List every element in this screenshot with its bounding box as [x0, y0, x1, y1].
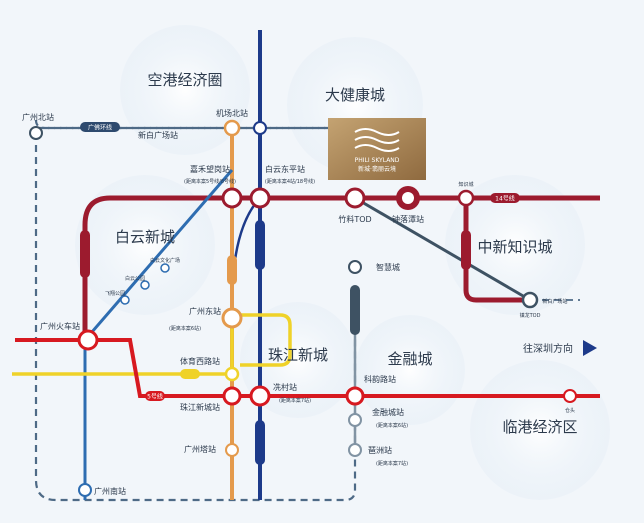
label-jinrong: 金融城站	[372, 407, 404, 417]
label-tiyu: 体育西路站	[180, 356, 220, 366]
label-zhenlong: 镇龙TOD	[520, 312, 541, 319]
guangfo-ring-line	[34, 119, 357, 502]
station-marker-guangzhou-south[interactable]	[78, 483, 92, 497]
svg-text:新城·翡丽云境: 新城·翡丽云境	[358, 165, 396, 173]
zone-label-airport: 空港经济圈	[147, 71, 222, 89]
zone-label-seaport: 临港经济区	[502, 418, 577, 436]
label-guangzhou-east-note: (距离本案6站)	[169, 325, 201, 332]
zone-label-pearl: 珠江新城	[268, 346, 328, 364]
line-tag-ring-vertical	[350, 285, 360, 335]
direction-label: 往深圳方向	[523, 342, 573, 355]
line-tag-line14-second	[80, 230, 90, 278]
zone-baiyun-bubble	[75, 175, 215, 315]
station-marker-airport-north[interactable]	[223, 119, 241, 137]
label-jiahe: 嘉禾望岗站	[190, 164, 230, 174]
station-marker-zhicheng[interactable]	[348, 260, 362, 274]
zone-pearl-bubble	[240, 302, 356, 418]
line-tag-line14: 14号线	[490, 193, 520, 203]
label-dongping-note: (距离本案4站/18号线)	[265, 178, 315, 185]
label-nansha: 仓头	[565, 407, 575, 414]
label-pazhou: 琶洲站	[368, 445, 392, 455]
label-dongping: 白云东平站	[265, 164, 305, 174]
station-marker-zhuliao[interactable]	[344, 187, 366, 209]
line-zhuliao-zhenlong	[354, 196, 531, 302]
station-marker-baiyun-culture[interactable]	[160, 263, 170, 273]
station-marker-pazhou[interactable]	[348, 443, 362, 457]
station-marker-feixiang[interactable]	[120, 295, 130, 305]
line14-track	[82, 195, 600, 340]
brand-logo: PHILI SKYLAND 新城·翡丽云境	[328, 118, 426, 180]
direction-arrow-icon	[583, 340, 597, 356]
label-pazhou-note: (距离本案7站)	[376, 460, 408, 467]
station-marker-jinrong[interactable]	[348, 413, 362, 427]
label-airport-north: 机场北站	[216, 108, 248, 118]
label-xiancun-note: (距离本案7站)	[279, 397, 311, 404]
label-xinbai: 新白广场站	[138, 130, 178, 140]
station-marker-kexue[interactable]	[345, 386, 365, 406]
svg-text:广佛环线: 广佛环线	[88, 124, 112, 132]
label-kexue: 科韵路站	[364, 374, 396, 384]
station-marker-zhujiang[interactable]	[222, 386, 242, 406]
line-tag-line14-branch	[461, 230, 471, 270]
station-marker-dongping[interactable]	[249, 187, 271, 209]
station-marker-zhongluotan[interactable]	[396, 186, 420, 210]
station-marker-guangzhou-east[interactable]	[221, 307, 243, 329]
label-zhishi-top: 知识城	[458, 181, 473, 188]
label-guangzhou-railway: 广州火车站	[40, 321, 80, 331]
svg-text:14号线: 14号线	[495, 195, 515, 203]
svg-text:5号线: 5号线	[147, 393, 163, 401]
station-marker-zhenlong[interactable]	[521, 291, 539, 309]
line-tag-line22	[255, 420, 265, 465]
label-zhuliao: 竹料TOD	[338, 214, 371, 224]
line-tag-line5: 5号线	[145, 391, 165, 401]
line-tag-yellow	[180, 369, 200, 379]
zone-knowledge-bubble	[445, 175, 585, 315]
station-marker-nansha[interactable]	[563, 389, 577, 403]
station-marker-baiyun-park[interactable]	[140, 280, 150, 290]
label-xinbai2: 新白广场站	[542, 298, 567, 305]
label-feixiang: 飞翔公园	[105, 290, 125, 297]
line14-branch-track	[463, 198, 530, 303]
label-baiyun-culture: 白云文化广场	[150, 257, 180, 264]
label-guangzhou-tower: 广州塔站	[184, 444, 216, 454]
station-marker-guangzhou-tower[interactable]	[225, 443, 239, 457]
label-zhongluotan: 钟落潭站	[392, 214, 424, 224]
zone-label-finance: 金融城	[387, 350, 432, 368]
line-tag-guangfo: 广佛环线	[80, 122, 120, 132]
zone-label-health: 大健康城	[325, 86, 385, 104]
station-marker-zhishi[interactable]	[457, 189, 475, 207]
line-tag-orange	[227, 255, 237, 285]
line-tag-line18	[255, 220, 265, 270]
red-line-track	[15, 338, 600, 398]
label-guangzhou-south: 广州南站	[94, 486, 126, 496]
label-xiancun: 冼村站	[273, 382, 297, 392]
zone-label-baiyun: 白云新城	[115, 228, 175, 246]
zone-label-knowledge: 中新知识城	[477, 238, 552, 256]
station-marker-xinbai[interactable]	[253, 121, 267, 135]
label-baiyun-park: 白云公园	[125, 275, 145, 282]
station-marker-guangzhou-railway[interactable]	[77, 329, 99, 351]
svg-text:PHILI SKYLAND: PHILI SKYLAND	[355, 157, 400, 164]
station-marker-guangzhou-north[interactable]	[29, 126, 43, 140]
label-jinrong-note: (距离本案6站)	[376, 422, 408, 429]
station-marker-xiancun[interactable]	[249, 385, 271, 407]
station-marker-tiyu[interactable]	[224, 366, 240, 382]
label-jiahe-note: (距离本案5号线/8号线)	[184, 178, 236, 185]
yellow-line-track	[12, 313, 292, 376]
label-zhicheng: 智慧城	[376, 262, 400, 272]
label-guangzhou-east: 广州东站	[189, 306, 221, 316]
zone-airport-bubble	[120, 25, 250, 155]
station-marker-jiahe[interactable]	[221, 187, 243, 209]
label-guangzhou-north: 广州北站	[22, 112, 54, 122]
label-zhujiang: 珠江新城站	[180, 402, 220, 412]
